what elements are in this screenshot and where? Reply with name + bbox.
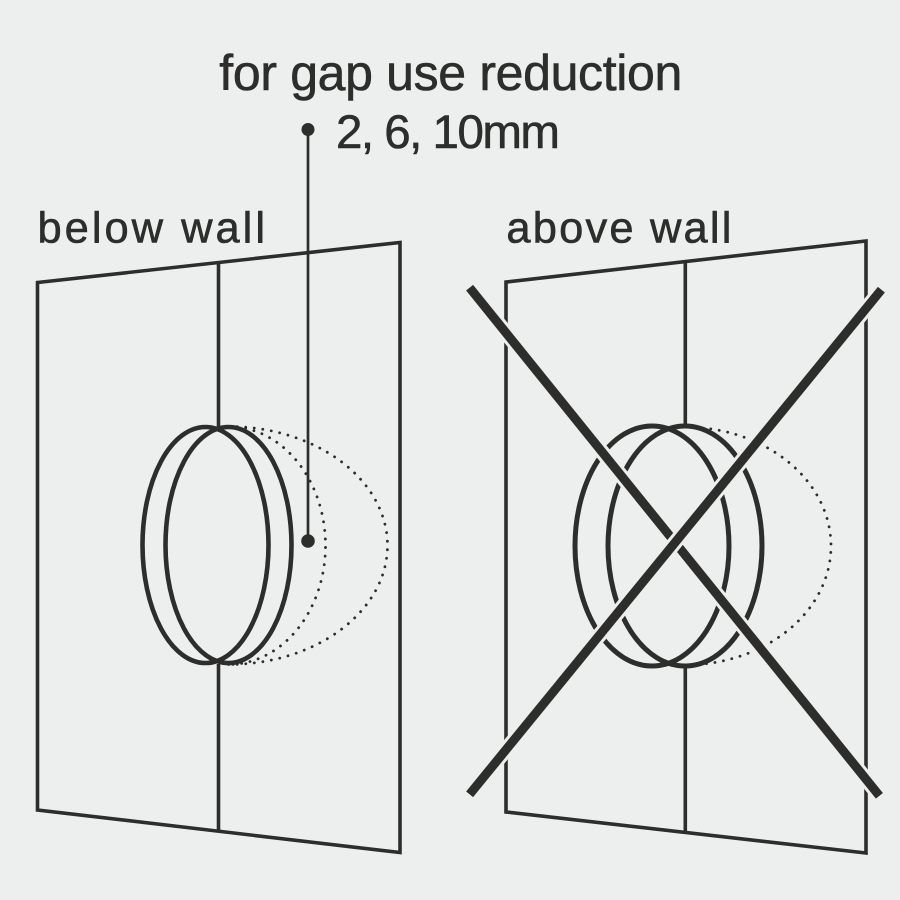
above-wall-panel: [504, 238, 868, 856]
below-wall-surface: [35, 240, 402, 855]
prohibition-x-icon: [463, 282, 888, 801]
below-wall-panel: [35, 240, 402, 855]
leader-end-dot: [301, 534, 315, 548]
above-wall-label: above wall: [506, 204, 731, 252]
proud-box-back-ellipse: [572, 423, 732, 669]
depth-option-dotted-arc-inner: [227, 425, 327, 666]
proud-box-front-ellipse: [605, 423, 765, 669]
leader-bullet-dot: [301, 123, 315, 136]
flush-box-back-ellipse: [140, 424, 271, 666]
annotation-line1: for gap use reduction: [219, 45, 682, 101]
x-stroke-2: [466, 286, 885, 798]
annotation-leader: [301, 123, 315, 548]
flush-box-front-ellipse: [163, 424, 294, 666]
below-wall-label: below wall: [38, 205, 266, 253]
annotation-line2: 2, 6, 10mm: [336, 106, 560, 159]
above-wall-surface: [504, 238, 868, 856]
